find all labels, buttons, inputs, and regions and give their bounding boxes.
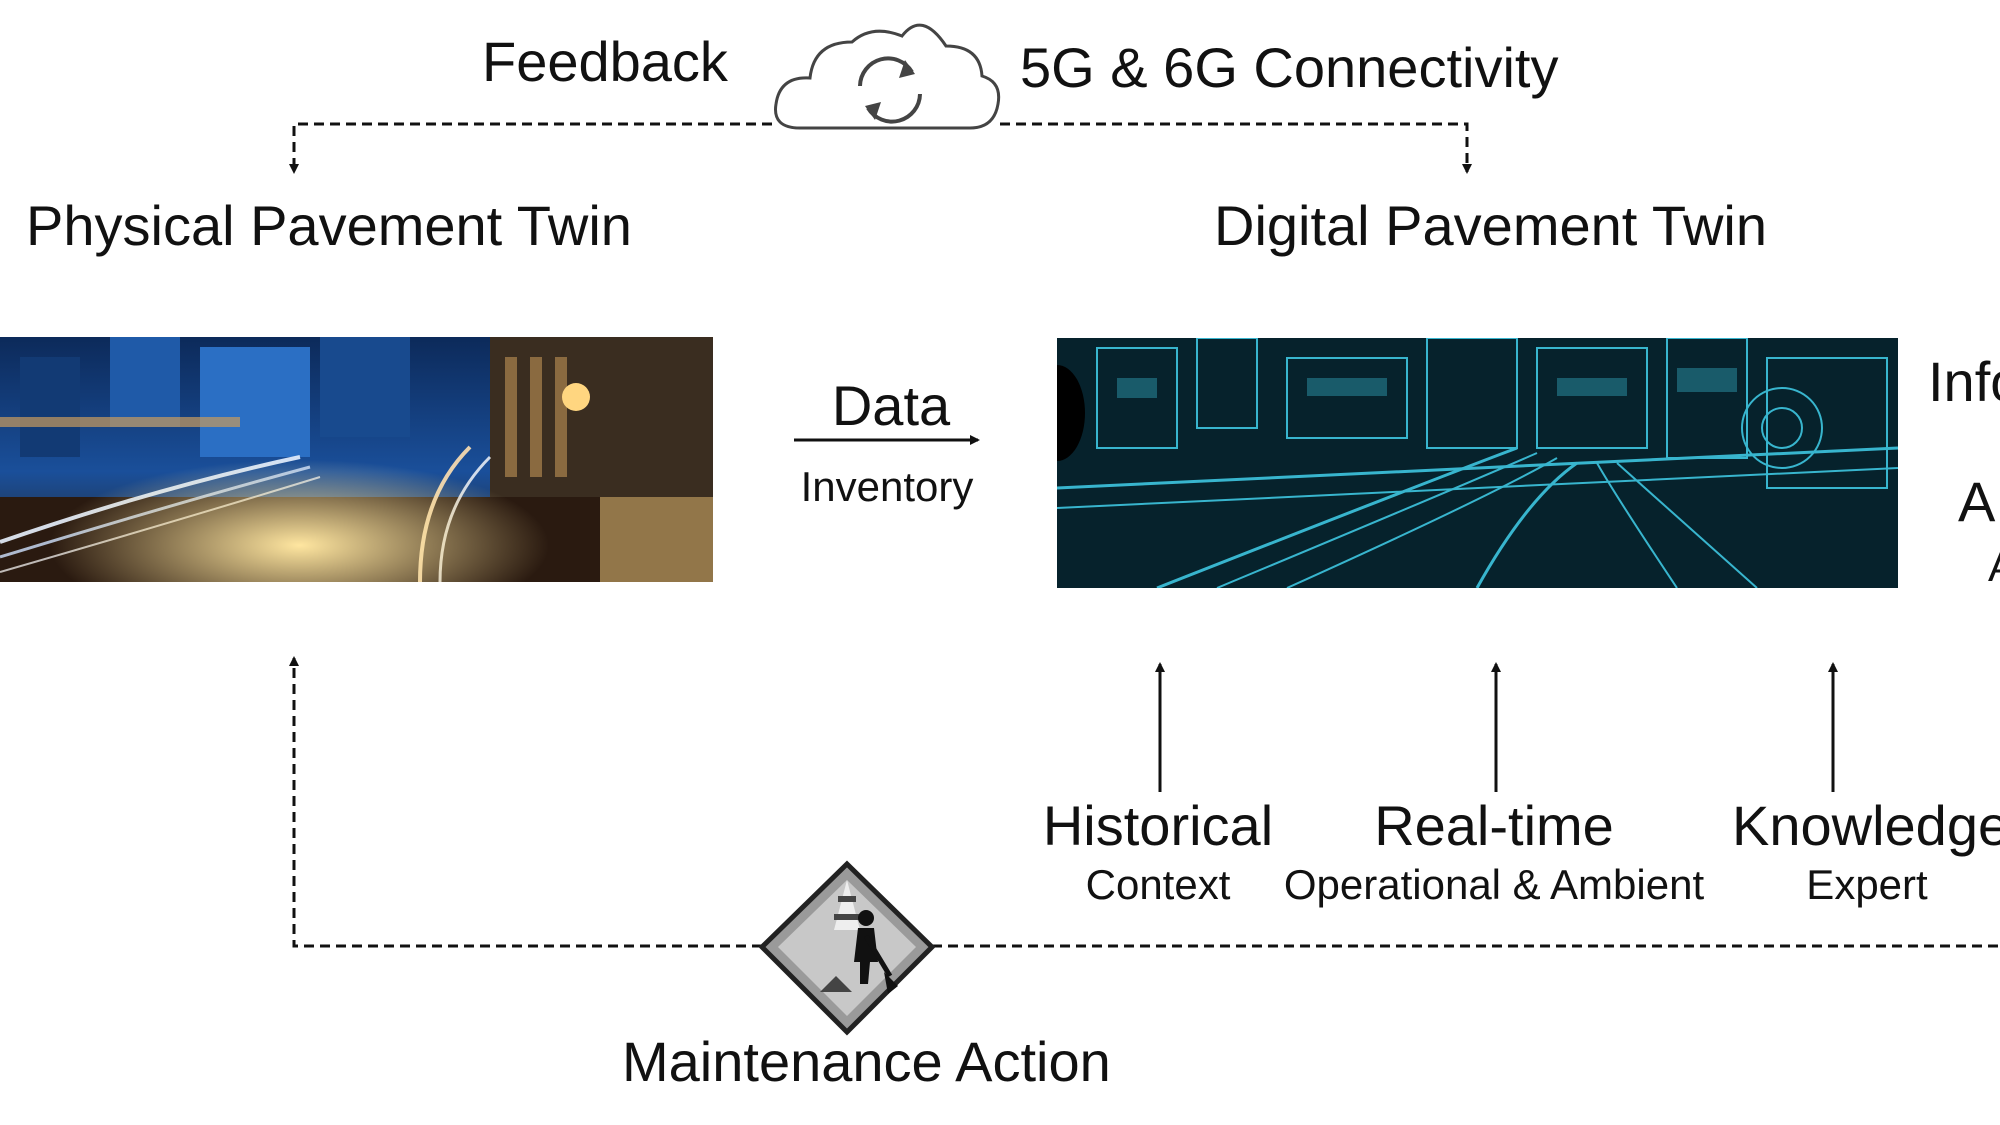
- feedback-dashed-line-right: [1000, 124, 1467, 172]
- feedback-connector: [294, 124, 1467, 172]
- connectivity-label: 5G & 6G Connectivity: [1020, 40, 1558, 96]
- blue-wireframe-city-render: [1057, 338, 1898, 588]
- cloud-sync-icon: [776, 25, 999, 128]
- maintenance-dashed-line-left: [294, 658, 762, 946]
- maintenance-label: Maintenance Action: [622, 1034, 1111, 1090]
- source-real-time-title: Real-time: [1374, 798, 1614, 854]
- data-label: Data: [832, 378, 950, 434]
- source-historical-title: Historical: [1043, 798, 1273, 854]
- right-cut-label-1: Info: [1928, 354, 2000, 410]
- right-cut-label-3: A: [1988, 546, 2000, 588]
- digital-photo-art: [1057, 338, 1898, 588]
- night-city-traffic-photo: [0, 337, 713, 582]
- right-cut-label-2: A: [1958, 474, 1995, 530]
- source-real-time-sub: Operational & Ambient: [1284, 864, 1704, 906]
- feedback-label: Feedback: [482, 34, 728, 90]
- source-knowledge-sub: Expert: [1806, 864, 1927, 906]
- digital-twin-title: Digital Pavement Twin: [1214, 198, 1767, 254]
- source-knowledge-title: Knowledge: [1732, 798, 2000, 854]
- inventory-label: Inventory: [801, 466, 974, 508]
- source-historical-sub: Context: [1086, 864, 1231, 906]
- feedback-dashed-line-left: [294, 124, 772, 172]
- physical-twin-title: Physical Pavement Twin: [26, 198, 632, 254]
- physical-photo-art: [0, 337, 713, 582]
- road-worker-warning-icon: [762, 864, 932, 1032]
